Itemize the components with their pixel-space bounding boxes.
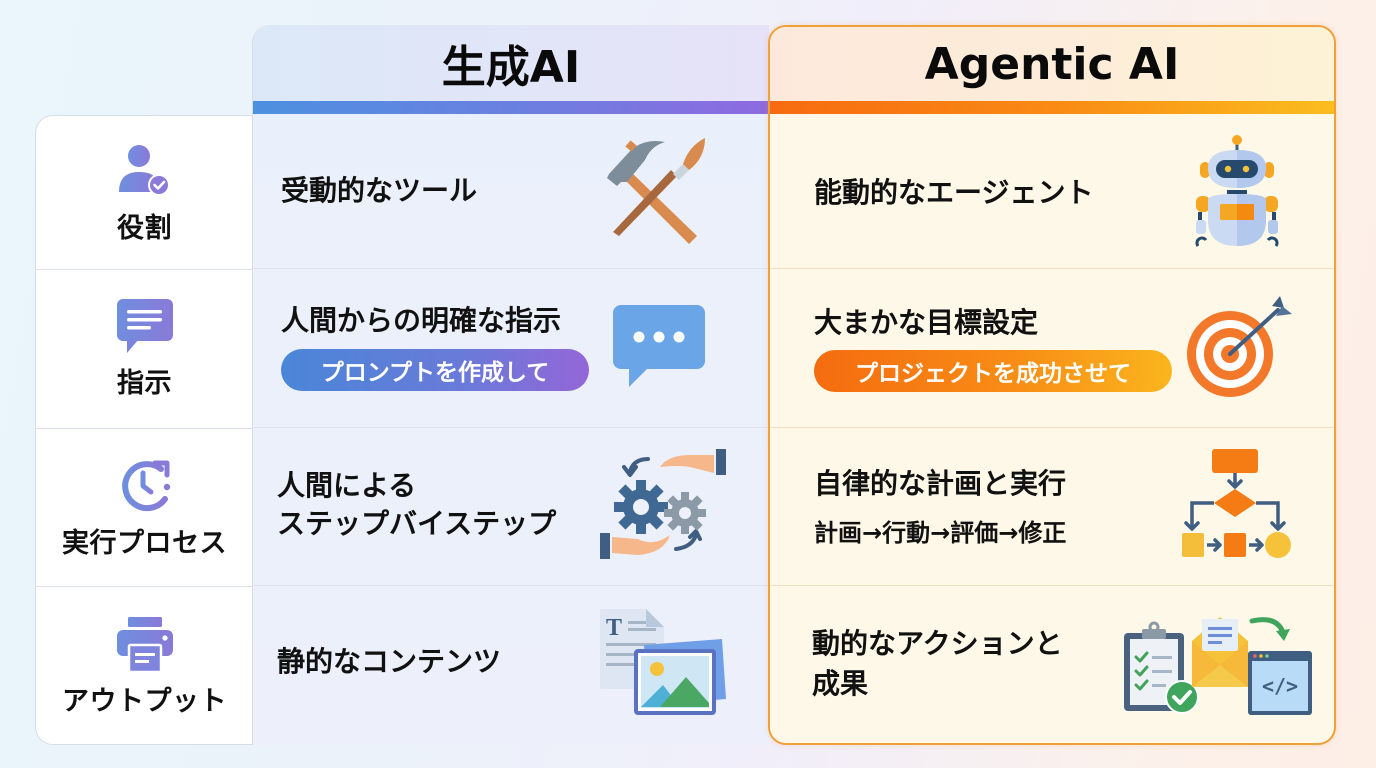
row-label-process: 実行プロセス (36, 428, 253, 587)
gen-cell-output: 静的なコンテンツ T (253, 585, 769, 745)
goal-example-pill: プロジェクトを成功させて (814, 350, 1172, 392)
row-label-role: 役割 (36, 116, 253, 270)
agentic-cell-output: 動的なアクションと 成果 (770, 585, 1334, 743)
gen-cell-process: 人間による ステップバイステップ (253, 427, 769, 586)
agentic-process-cycle: 計画→行動→評価→修正 (814, 519, 1067, 547)
generative-accent-bar (253, 101, 769, 114)
agentic-role-text: 能動的なエージェント (814, 176, 1094, 209)
printer-icon (116, 616, 173, 673)
target-icon (1187, 296, 1292, 397)
message-icon (116, 299, 173, 353)
row-label-text: アウトプット (62, 685, 227, 717)
agentic-cell-role: 能動的なエージェント (770, 114, 1334, 269)
agentic-instruction-text: 大まかな目標設定 (814, 306, 1039, 339)
row-label-instruction: 指示 (36, 269, 253, 429)
gen-instruction-text: 人間からの明確な指示 (281, 304, 562, 337)
row-label-text: 役割 (117, 213, 172, 244)
gen-process-text-line2: ステップバイステップ (277, 507, 557, 540)
user-check-icon (118, 145, 170, 196)
generative-ai-title: 生成AI (441, 42, 581, 93)
agentic-cell-instruction: 大まかな目標設定 プロジェクトを成功させて (770, 268, 1334, 428)
hammer-brush-icon (607, 138, 705, 244)
generative-ai-header: 生成AI (253, 25, 769, 101)
agentic-cell-process: 自律的な計画と実行 計画→行動→評価→修正 (770, 427, 1334, 586)
text-symbol: T (606, 615, 622, 641)
row-label-text: 実行プロセス (62, 527, 227, 559)
row-labels-column: 役割 指示 実行プロセス (35, 115, 253, 745)
agentic-ai-header: Agentic AI (770, 27, 1334, 101)
document-image-icon: T (600, 609, 726, 715)
code-symbol: </> (1262, 674, 1298, 698)
agentic-ai-column: Agentic AI 能動的なエージェント (768, 25, 1336, 745)
row-label-output: アウトプット (36, 586, 253, 746)
checklist-email-code-icon: </> (1124, 617, 1312, 715)
agentic-output-text-line1: 動的なアクションと (812, 627, 1063, 660)
agentic-output-text-line2: 成果 (812, 667, 869, 700)
flowchart-icon (1182, 449, 1291, 558)
clock-refresh-icon (121, 460, 170, 511)
gen-output-text: 静的なコンテンツ (277, 645, 502, 678)
gen-process-text-line1: 人間による (277, 469, 417, 502)
chat-bubble-icon (613, 305, 705, 387)
agentic-accent-bar (770, 101, 1334, 114)
hands-gears-icon (600, 449, 726, 559)
robot-icon (1195, 135, 1279, 247)
row-label-text: 指示 (117, 368, 172, 399)
prompt-example-pill: プロンプトを作成して (281, 349, 589, 391)
gen-cell-role: 受動的なツール (253, 114, 769, 269)
gen-cell-instruction: 人間からの明確な指示 プロンプトを作成して (253, 268, 769, 428)
agentic-process-text: 自律的な計画と実行 (814, 467, 1067, 500)
agentic-ai-title: Agentic AI (924, 38, 1180, 90)
generative-ai-column: 生成AI 受動的なツール 人間からの明確な指示 プロンプトを作成して (252, 25, 769, 745)
gen-role-text: 受動的なツール (281, 174, 478, 207)
